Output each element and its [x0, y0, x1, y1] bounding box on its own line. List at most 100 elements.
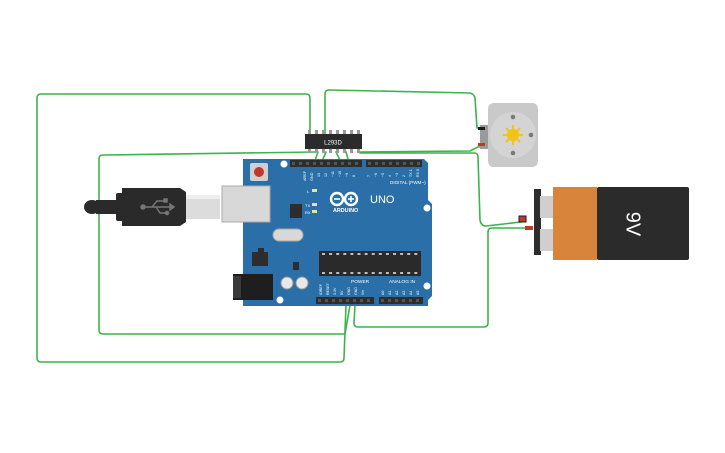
header-pin-hole[interactable]	[313, 162, 316, 165]
top-pin-label: 2	[402, 175, 406, 177]
header-pin-hole[interactable]	[348, 162, 351, 165]
chip-leg[interactable]	[322, 130, 325, 135]
motor-screw-right	[528, 132, 534, 138]
header-pin-hole[interactable]	[403, 162, 406, 165]
reset-button-cap[interactable]	[254, 167, 264, 177]
power-header-label: POWER	[351, 279, 370, 285]
header-pin-hole[interactable]	[339, 299, 342, 302]
header-pin-hole[interactable]	[381, 299, 384, 302]
chip-leg[interactable]	[308, 130, 311, 135]
top-pin-label: TX 1	[409, 169, 413, 177]
capacitor-2	[295, 276, 309, 290]
header-pin-hole[interactable]	[353, 299, 356, 302]
top-pin-label: ~3	[395, 173, 399, 177]
header-pin-hole[interactable]	[360, 299, 363, 302]
top-pin-label: 12	[324, 173, 328, 177]
header-pin-hole[interactable]	[388, 299, 391, 302]
battery-terminal-positive[interactable]	[518, 215, 527, 223]
led-rx	[312, 210, 317, 213]
chip-leg[interactable]	[322, 148, 325, 153]
mcu-pin	[350, 253, 354, 255]
header-pin-hole[interactable]	[327, 162, 330, 165]
chip-pins-bottom	[308, 148, 360, 153]
analog-pin-label: A3	[402, 291, 406, 295]
header-pin-hole[interactable]	[368, 162, 371, 165]
aref-label: AREF	[303, 170, 307, 181]
motor-terminal-2[interactable]	[478, 143, 485, 146]
top-pin-label: ~10	[338, 171, 342, 177]
chip-leg[interactable]	[336, 130, 339, 135]
chip-leg[interactable]	[350, 148, 353, 153]
header-pin-hole[interactable]	[325, 299, 328, 302]
battery-terminal-negative-housing	[540, 229, 553, 251]
capacitor-1	[280, 276, 294, 290]
header-pin-hole[interactable]	[299, 162, 302, 165]
header-pin-hole[interactable]	[396, 162, 399, 165]
chip-leg[interactable]	[350, 130, 353, 135]
chip-leg[interactable]	[336, 148, 339, 153]
chip-label: L293D	[324, 141, 342, 147]
motor-terminal-1[interactable]	[478, 127, 485, 130]
header-pin-hole[interactable]	[417, 162, 420, 165]
header-pin-hole[interactable]	[395, 299, 398, 302]
header-pin-hole[interactable]	[367, 299, 370, 302]
9v-battery[interactable]: 9V	[518, 187, 689, 260]
chip-leg[interactable]	[343, 130, 346, 135]
wire-battery-negative[interactable]	[353, 227, 529, 328]
header-pin-hole[interactable]	[320, 162, 323, 165]
header-pin-hole[interactable]	[332, 299, 335, 302]
mcu-pin	[364, 272, 368, 274]
wire-battery-positive[interactable]	[359, 152, 522, 227]
header-pin-hole[interactable]	[355, 162, 358, 165]
top-pin-label: ~5	[381, 173, 385, 177]
l293d-motor-driver[interactable]: L293D	[305, 130, 362, 153]
wire-chip-to-motor-bottom[interactable]	[359, 145, 487, 153]
top-pin-label: ~6	[374, 173, 378, 177]
analog-pin-label: A1	[388, 291, 392, 295]
header-pin-hole[interactable]	[402, 299, 405, 302]
mcu-pin	[371, 272, 375, 274]
header-pin-hole[interactable]	[292, 162, 295, 165]
header-pin-hole[interactable]	[389, 162, 392, 165]
dc-motor[interactable]	[478, 103, 538, 167]
header-pin-hole[interactable]	[375, 162, 378, 165]
header-pin-hole[interactable]	[409, 299, 412, 302]
header-pin-hole[interactable]	[341, 162, 344, 165]
wire-chip-to-motor-top[interactable]	[324, 89, 487, 136]
regulator-tab	[258, 248, 264, 253]
chip-leg[interactable]	[357, 148, 360, 153]
mcu-pin	[371, 253, 375, 255]
header-pin-hole[interactable]	[382, 162, 385, 165]
header-pin-hole[interactable]	[346, 299, 349, 302]
chip-leg[interactable]	[315, 148, 318, 153]
header-analog	[379, 297, 423, 304]
mcu-pin	[393, 272, 396, 274]
header-top-right	[366, 160, 422, 167]
usb-cable[interactable]	[84, 188, 220, 226]
chip-leg[interactable]	[343, 148, 346, 153]
mcu-pin	[350, 272, 354, 274]
small-component	[293, 262, 299, 270]
battery-terminal-negative[interactable]	[525, 226, 533, 230]
top-pin-label: ~9	[345, 173, 349, 177]
mcu-pin	[336, 272, 340, 274]
power-pin-label: 3.3V	[333, 287, 337, 295]
header-pin-hole[interactable]	[318, 299, 321, 302]
power-pin-label: 5V	[340, 290, 344, 295]
chip-leg[interactable]	[315, 130, 318, 135]
brand-label: ARDUINO	[333, 208, 358, 214]
wire-chip-to-power-inner[interactable]	[98, 151, 351, 335]
chip-leg[interactable]	[329, 130, 332, 135]
wire-chip-to-power-outer[interactable]	[36, 93, 347, 363]
chip-leg[interactable]	[357, 130, 360, 135]
chip-leg[interactable]	[329, 148, 332, 153]
header-pin-hole[interactable]	[416, 299, 419, 302]
header-pin-hole[interactable]	[410, 162, 413, 165]
analog-pin-label: A0	[381, 291, 385, 295]
chip-leg[interactable]	[308, 148, 311, 153]
header-pin-hole[interactable]	[306, 162, 309, 165]
header-pin-hole[interactable]	[334, 162, 337, 165]
power-pin-label: GND	[354, 287, 358, 295]
power-pin-label: IOREF	[319, 283, 323, 295]
